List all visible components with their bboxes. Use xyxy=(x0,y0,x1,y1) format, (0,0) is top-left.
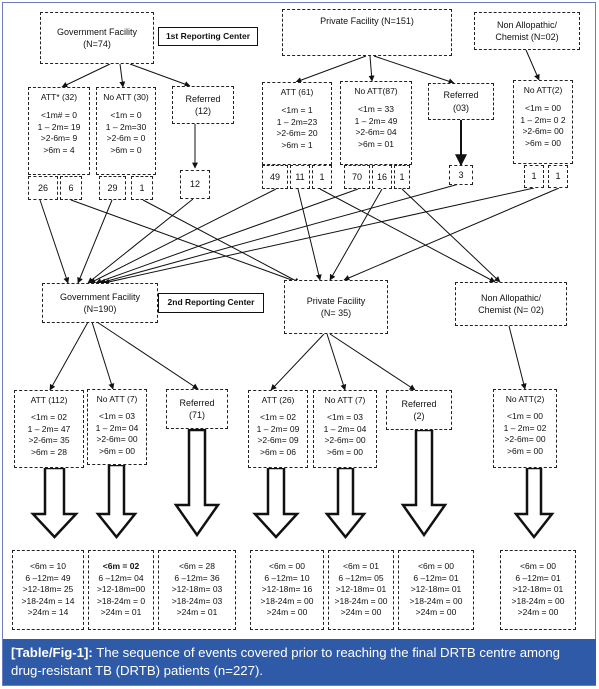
arrow xyxy=(525,49,540,81)
arrow xyxy=(70,199,301,284)
arrow xyxy=(129,63,191,87)
gov-facility-1-n: (N=74) xyxy=(83,39,111,49)
second-reporting-center-label: 2nd Reporting Center xyxy=(158,293,264,313)
private-facility-1: Private Facility (N=151) xyxy=(282,9,452,56)
down-arrow-icon xyxy=(400,428,448,538)
priv1-referred-out: 3 xyxy=(449,165,473,185)
priv1-att-label: ATT (61) xyxy=(280,87,314,97)
arrow xyxy=(96,321,199,390)
priv2-noatt-box: No ATT (7) <1m = 03 1 – 2m= 04 >2-6m= 00… xyxy=(313,390,377,468)
down-arrow-icon xyxy=(252,466,300,539)
priv1-att-out: 49 xyxy=(262,165,288,189)
gov1-referred-box: Referred (12) xyxy=(172,86,234,124)
priv1-att-box: ATT (61) <1m = 1 1 – 2m=23 >2-6m= 20 >6m… xyxy=(262,82,332,165)
arrow xyxy=(329,333,416,391)
down-arrow-icon xyxy=(95,463,138,539)
gov1-noatt-out: 1 xyxy=(131,176,153,200)
arrow xyxy=(49,321,89,391)
gov2-att-final: <6m = 10 6 –12m= 49 >12-18m= 25 >18-24m … xyxy=(12,550,84,630)
arrow xyxy=(297,188,322,281)
arrow xyxy=(373,55,455,85)
arrow xyxy=(39,199,70,284)
nonallo1-noatt-out: 1 xyxy=(524,165,544,188)
nonallo2-noatt-final: <6m = 00 6 –12m= 01 >12-18m= 01 >18-24m … xyxy=(500,550,576,630)
gov1-att-out: 26 xyxy=(28,176,58,200)
gov2-att-box: ATT (112) <1m = 02 1 – 2m= 47 >2-6m= 35 … xyxy=(14,390,84,468)
gov1-referred-out: 12 xyxy=(180,170,210,199)
nonallo2-noatt-box: No ATT(2) <1m = 00 1 – 2m= 02 >2-6m= 00 … xyxy=(493,389,557,468)
priv2-att-final: <6m = 00 6 –12m= 10 >12-18m= 16 >18-24m … xyxy=(250,550,324,630)
gov2-referred-box: Referred (71) xyxy=(166,389,228,429)
priv2-referred-final: <6m = 00 6 –12m= 01 >12-18m= 01 >18-24m … xyxy=(398,550,474,630)
gov2-noatt-box: No ATT (7) <1m = 03 1 – 2m= 04 >2-6m= 00… xyxy=(87,389,147,465)
gov1-att-out: 6 xyxy=(60,176,82,200)
gov1-noatt-out: 29 xyxy=(99,176,126,200)
priv1-referred-box: Referred (03) xyxy=(428,83,494,120)
down-arrow-icon xyxy=(324,466,367,539)
non-allopathic-1: Non Allopathic/ Chemist (N=02) xyxy=(474,12,580,50)
caption-text: The sequence of events covered prior to … xyxy=(11,645,561,678)
arrow xyxy=(99,183,460,285)
gov1-noatt-label: No ATT (30) xyxy=(103,92,149,102)
nonallo1-noatt-out: 1 xyxy=(548,165,568,188)
arrow xyxy=(319,188,496,283)
first-reporting-center-label: 1st Reporting Center xyxy=(158,27,258,46)
private-facility-2: Private Facility (N= 35) xyxy=(284,280,388,334)
priv1-att-out: 1 xyxy=(312,165,332,189)
gov1-att-label: ATT* (32) xyxy=(40,92,78,102)
nonallo1-noatt-box: No ATT(2) <1m = 00 1 – 2m= 0 2 >2-6m= 00… xyxy=(513,80,573,164)
gov2-noatt-final: <6m = 02 6 –12m= 04 >12-18m=00 >18-24m =… xyxy=(88,550,154,630)
priv1-noatt-out: 1 xyxy=(394,165,410,189)
arrow xyxy=(119,63,126,88)
priv2-noatt-final: <6m = 01 6 –12m= 05 >12-18m= 01 >18-24m … xyxy=(328,550,394,630)
figure-caption: [Table/Fig-1]: The sequence of events co… xyxy=(3,639,596,685)
caption-label: [Table/Fig-1]: xyxy=(11,645,93,660)
arrow xyxy=(270,333,325,391)
down-arrow-icon xyxy=(30,466,79,539)
priv1-noatt-out: 16 xyxy=(372,165,392,189)
arrow xyxy=(508,325,527,390)
priv1-noatt-box: No ATT(87) <1m = 33 1 – 2m= 49 >2-6m= 04… xyxy=(340,81,412,165)
nonallo1-noatt-label: No ATT(2) xyxy=(523,85,563,95)
arrow xyxy=(77,199,113,284)
gov-facility-1-name: Government Facility xyxy=(56,26,138,37)
private-facility-1-name: Private Facility (N=151) xyxy=(320,16,414,26)
priv1-att-out: 11 xyxy=(290,165,310,189)
arrow xyxy=(61,63,111,88)
down-arrow-icon xyxy=(173,428,221,538)
arrow xyxy=(91,321,115,390)
arrow xyxy=(401,188,501,283)
gov1-att-box: ATT* (32) <1m# = 0 1 – 2m= 19 >2-6m= 9 >… xyxy=(28,87,90,175)
non-allopathic-2: Non Allopathic/ Chemist (N= 02) xyxy=(455,282,567,326)
arrow xyxy=(103,187,535,285)
arrow xyxy=(95,188,359,285)
priv1-noatt-out: 70 xyxy=(344,165,370,189)
priv2-referred-box: Referred (2) xyxy=(386,390,452,430)
priv2-att-box: ATT (26) <1m = 02 1 – 2m= 09 >2-6m= 09 >… xyxy=(248,390,308,468)
arrow xyxy=(368,55,375,82)
gov1-noatt-box: No ATT (30) <1m = 0 1 – 2m=30 >2-6m = 0 … xyxy=(96,87,156,175)
arrow xyxy=(89,188,277,284)
gov-facility-2: Government Facility (N=190) xyxy=(42,283,158,323)
gov-facility-1: Government Facility (N=74) xyxy=(40,12,154,64)
arrow xyxy=(142,199,301,284)
arrow xyxy=(87,198,194,284)
arrow xyxy=(329,188,383,281)
arrow xyxy=(295,55,367,83)
arrow xyxy=(326,333,347,391)
priv1-noatt-label: No ATT(87) xyxy=(354,86,398,96)
down-arrow-icon xyxy=(513,466,555,540)
flow-diagram xyxy=(30,49,560,540)
arrow xyxy=(343,187,560,281)
gov2-referred-final: <6m = 28 6 –12m= 36 >12-18m= 03 >18-24m=… xyxy=(158,550,236,630)
